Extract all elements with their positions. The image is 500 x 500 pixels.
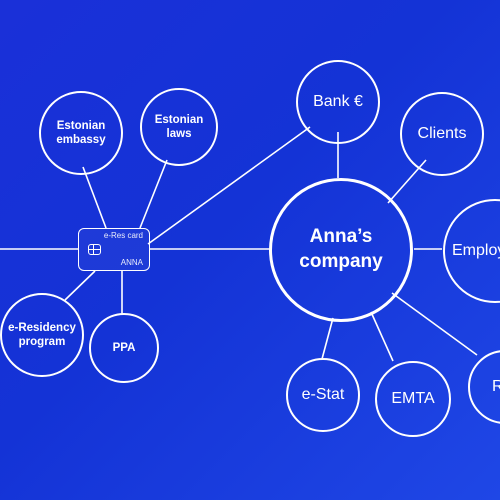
node-estonian-laws: Estonian laws [140,88,218,166]
edge-hub-to-emta [370,311,394,362]
node-label: e-Stat [301,386,345,403]
node-label-line: Estonian [56,119,106,132]
edge-card-to-embassy [82,166,107,229]
node-label-line: Estonian [154,113,204,126]
node-label: Clients [417,125,467,142]
node-label: Bank € [313,93,363,110]
node-e-stat: e-Stat [286,358,360,432]
e-res-card: e-Res card ANNA [78,228,150,271]
node-label: R [492,378,500,395]
edge-card-to-eresidency [64,270,96,301]
node-label-line: e-Residency [8,321,76,334]
node-bank: Bank € [296,60,380,144]
node-label: PPA [112,341,136,354]
hub-label-line: company [299,251,383,272]
node-label: EMTA [391,390,435,407]
chip-icon [88,244,101,255]
edge-hub-to-r [391,292,478,356]
node-clients: Clients [400,92,484,176]
card-title: e-Res card [103,231,143,240]
node-label: Employees [452,242,500,259]
edge-hub-to-estat [321,317,334,360]
edge-card-to-bank [147,126,311,245]
node-e-residency-program: e-Residency program [0,293,84,377]
hub-label-line: Anna’s [309,226,373,248]
node-estonian-embassy: Estonian embassy [39,91,123,175]
edge-card-to-laws [139,159,168,229]
node-ppa: PPA [89,313,159,383]
card-holder-name: ANNA [120,258,143,267]
node-label-line: program [18,336,66,348]
node-label-line: embassy [56,134,106,146]
node-emta: EMTA [375,361,451,437]
hub-annas-company: Anna’s company [269,178,413,322]
node-label-line: laws [166,128,192,140]
